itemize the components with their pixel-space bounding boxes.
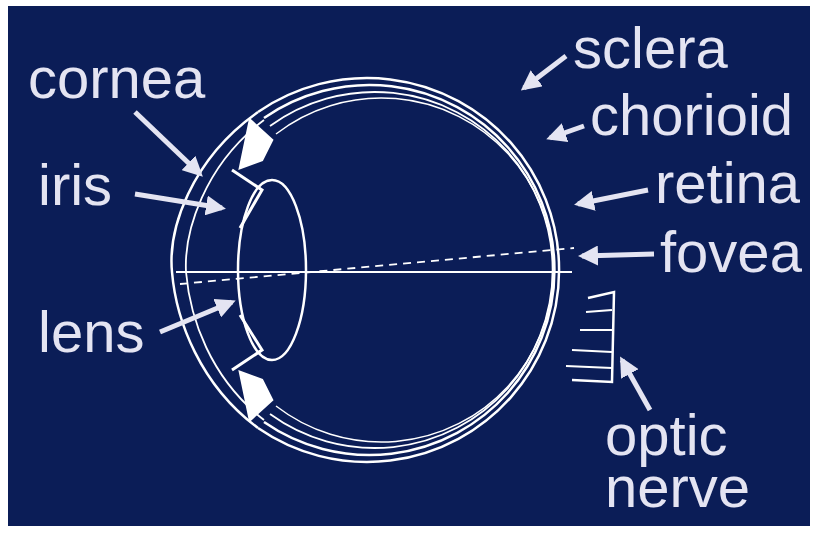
background bbox=[8, 6, 810, 526]
part-label: fovea bbox=[660, 223, 802, 281]
part-label: chorioid bbox=[590, 86, 793, 144]
part-label: retina bbox=[655, 154, 800, 212]
part-label: optic nerve bbox=[605, 409, 775, 513]
part-label: iris bbox=[38, 156, 112, 214]
part-label: lens bbox=[38, 303, 144, 361]
leader-arrows bbox=[135, 56, 654, 410]
part-label: cornea bbox=[28, 49, 205, 107]
part-label: sclera bbox=[573, 19, 728, 77]
eyeball bbox=[172, 78, 614, 462]
